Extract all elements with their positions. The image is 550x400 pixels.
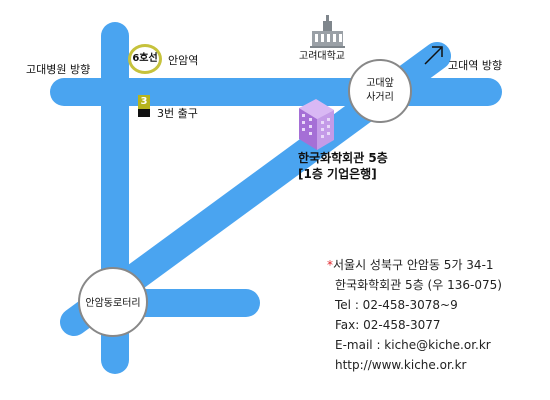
address-line2: 한국화학회관 5층 (우 136-075)	[335, 278, 502, 292]
anam-station-label: 안암역	[168, 54, 199, 67]
asterisk-mark: *	[327, 258, 333, 272]
exit-number: 3	[138, 95, 150, 109]
exit-bar	[138, 109, 150, 117]
korea-univ-front-label: 고대앞 사거리	[356, 77, 404, 104]
address-line1-row: *서울시 성북구 안암동 5가 34-1	[327, 255, 502, 275]
tel-line: Tel : 02-458-3078~9	[335, 298, 458, 312]
exit3-label: 3번 출구	[157, 107, 198, 120]
subway-line6-badge: 6호선	[128, 44, 162, 74]
korea-univ-front-circle	[348, 59, 412, 123]
fax-line: Fax: 02-458-3077	[335, 318, 441, 332]
university-building-icon	[310, 15, 345, 48]
line6-label: 6호선	[132, 53, 158, 64]
email-line[interactable]: E-mail : kiche@kiche.or.kr	[335, 338, 491, 352]
west-direction-label: 고대병원 방향	[26, 63, 91, 76]
korea-univ-front-line2: 사거리	[366, 91, 394, 103]
korea-univ-front-line1: 고대앞	[366, 78, 394, 89]
anam-rotary-label: 안암동로터리	[85, 298, 141, 309]
anam-rotary-circle	[78, 267, 148, 337]
east-direction-label: 고대역 방향	[448, 59, 503, 72]
venue-label: 한국화학회관 5층 [1층 기업은행]	[298, 150, 388, 182]
contact-info: *서울시 성북구 안암동 5가 34-1 한국화학회관 5층 (우 136-07…	[327, 255, 502, 375]
lower-horizontal-road	[112, 289, 260, 317]
university-label: 고려대학교	[299, 51, 345, 62]
arrow-northeast-icon	[424, 46, 443, 65]
venue-label-line1: 한국화학회관 5층	[298, 151, 388, 165]
subway-exit-badge: 3	[138, 95, 150, 117]
venue-label-line2: [1층 기업은행]	[298, 167, 377, 182]
address-line1: 서울시 성북구 안암동 5가 34-1	[333, 258, 494, 272]
office-building-icon	[299, 99, 334, 150]
website-link[interactable]: http://www.kiche.or.kr	[335, 358, 467, 372]
